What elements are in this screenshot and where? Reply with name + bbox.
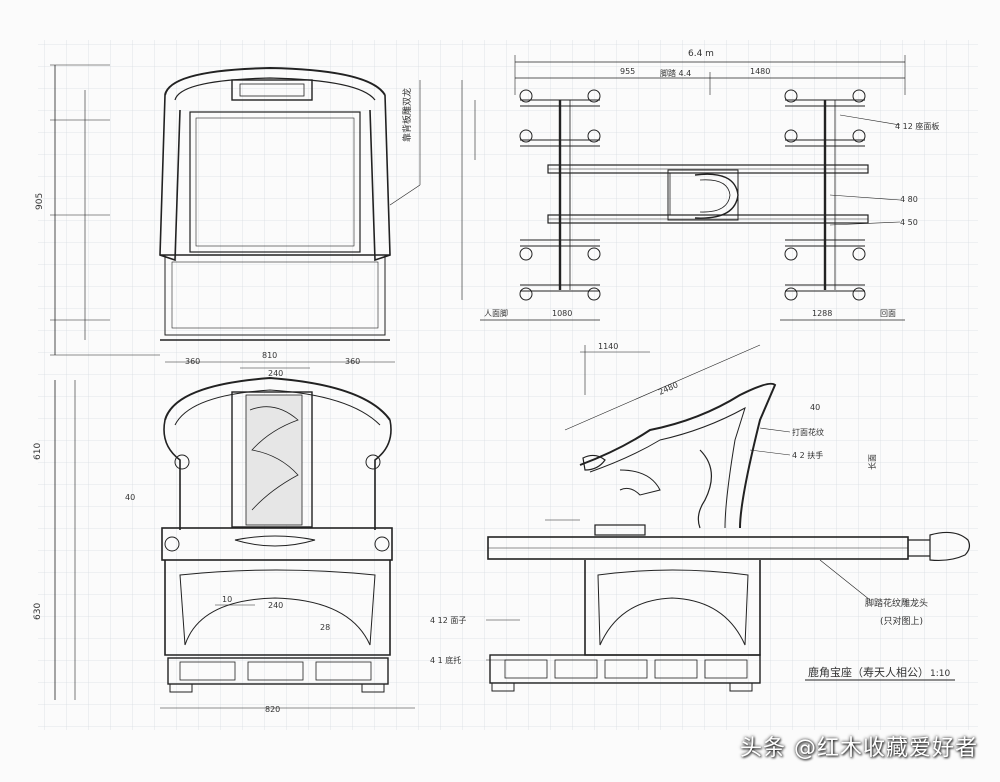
front-dim-240: 240 bbox=[268, 601, 283, 610]
plan-left-ref: 人面脚 bbox=[484, 308, 508, 318]
front-dim-28: 28 bbox=[320, 623, 330, 632]
side-note-6: 4 1 底托 bbox=[430, 655, 461, 665]
side-view: 1140 2480 40 打面花纹 4 2 扶手 长面 bbox=[430, 342, 971, 692]
front-right-width: 360 bbox=[345, 357, 360, 366]
plan-left-dim: 1080 bbox=[552, 309, 572, 318]
side-note-2: 4 2 扶手 bbox=[792, 450, 823, 460]
plan-right-dim: 1288 bbox=[812, 309, 832, 318]
side-note-4: 长面 bbox=[867, 454, 877, 470]
plan-note-3: 4 50 bbox=[900, 218, 918, 227]
watermark: 头条 @红木收藏爱好者 bbox=[740, 736, 978, 761]
front-dim-630: 630 bbox=[33, 603, 43, 620]
front-dim-610: 610 bbox=[33, 443, 43, 460]
front-bottom-width: 820 bbox=[265, 705, 280, 714]
drawing-caption: 鹿角宝座（寿天人相公） bbox=[808, 665, 929, 679]
top-left-view: 靠背板雕双龙 905 bbox=[35, 64, 421, 356]
side-note-5: 4 12 面子 bbox=[430, 616, 466, 625]
grid-background bbox=[38, 40, 978, 730]
side-note-7: 脚踏花纹雕龙头 bbox=[865, 597, 928, 609]
plan-right-ref: 回面 bbox=[880, 309, 896, 318]
plan-mid-note: 脚踏 4.4 bbox=[660, 68, 691, 78]
side-note-1: 打面花纹 bbox=[792, 427, 824, 437]
front-dim-10: 10 bbox=[222, 595, 232, 604]
plan-note-2: 4 80 bbox=[900, 195, 918, 204]
drawing-scale: 1:10 bbox=[930, 669, 950, 679]
front-left-width: 360 bbox=[185, 357, 200, 366]
plan-view: 6.4 m 955 脚踏 4.4 1480 bbox=[461, 49, 939, 321]
front-top-center: 240 bbox=[268, 369, 283, 378]
front-view: 810 240 360 360 610 630 bbox=[33, 351, 415, 714]
plan-note-1: 4 12 座面板 bbox=[895, 121, 939, 131]
front-dim-40: 40 bbox=[125, 493, 135, 502]
plan-left-half: 955 bbox=[620, 67, 635, 76]
side-note-8: (只对图上) bbox=[880, 615, 923, 627]
side-dim-1: 1140 bbox=[598, 342, 618, 351]
plan-right-half: 1480 bbox=[750, 67, 770, 76]
front-top-width: 810 bbox=[262, 351, 277, 360]
top-view-note: 靠背板雕双龙 bbox=[401, 88, 413, 142]
top-view-height: 905 bbox=[35, 193, 45, 210]
side-dim-3: 40 bbox=[810, 403, 820, 412]
plan-overall-width: 6.4 m bbox=[688, 49, 714, 59]
